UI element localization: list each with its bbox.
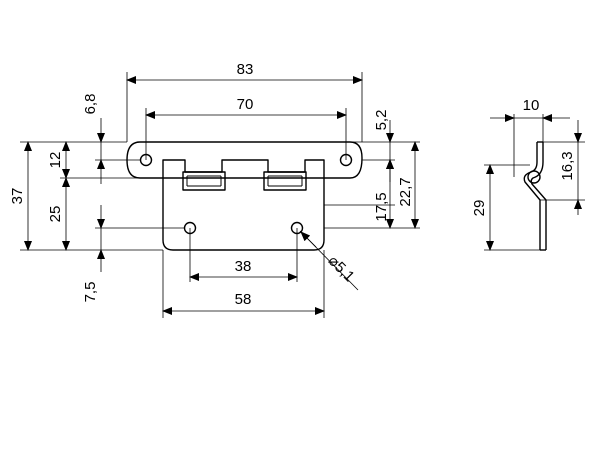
- front-view: [126, 141, 363, 251]
- left-extension-lines: [20, 141, 185, 251]
- side-profile-inner: [530, 142, 547, 250]
- dim-22-7-label: 22,7: [397, 177, 414, 206]
- hole-callout: ⌀5,1: [299, 230, 359, 291]
- dim-37: 37: [9, 141, 32, 251]
- dim-5-2: 5,2: [373, 110, 394, 182]
- dim-5-2-label: 5,2: [373, 110, 390, 131]
- dim-37-label: 37: [9, 188, 26, 205]
- body-plate-outline: [162, 178, 325, 251]
- dim-25-label: 25: [47, 206, 64, 223]
- dim-17-5-label: 17,5: [373, 192, 390, 221]
- dim-58: 58: [162, 250, 325, 318]
- top-flange-outline: [126, 141, 363, 179]
- dim-29-label: 29: [471, 200, 488, 217]
- dim-17-5: 17,5: [373, 159, 394, 229]
- dim-16-3-label: 16,3: [559, 151, 576, 180]
- dim-12-label: 12: [47, 152, 64, 169]
- dim-25: 25: [47, 177, 70, 251]
- dim-10-label: 10: [523, 97, 540, 114]
- dim-58-label: 58: [235, 291, 252, 308]
- dim-38-label: 38: [235, 258, 252, 275]
- right-tab: [263, 171, 307, 191]
- dim-7-5: 7,5: [82, 205, 105, 303]
- dim-16-3: 16,3: [540, 120, 585, 215]
- dim-22-7: 22,7: [397, 141, 419, 229]
- dim-83-label: 83: [237, 61, 254, 78]
- dim-6-8-label: 6,8: [82, 94, 99, 115]
- dim-29: 29: [471, 164, 540, 251]
- side-view: [523, 141, 547, 251]
- dim-83: 83: [126, 61, 363, 142]
- right-extension-lines: [324, 141, 420, 229]
- dim-70: 70: [145, 96, 347, 160]
- side-profile: [523, 142, 541, 250]
- left-tab: [182, 171, 226, 191]
- dim-6-8: 6,8: [82, 94, 105, 184]
- side-hinge-circle: [527, 170, 541, 184]
- dim-70-label: 70: [237, 96, 254, 113]
- dim-10: 10: [490, 97, 570, 177]
- dim-12: 12: [47, 141, 70, 179]
- hole-diameter-label: ⌀5,1: [325, 252, 358, 285]
- dim-7-5-label: 7,5: [82, 282, 99, 303]
- tab-row-outline: [162, 159, 325, 178]
- dim-38: 38: [189, 228, 298, 282]
